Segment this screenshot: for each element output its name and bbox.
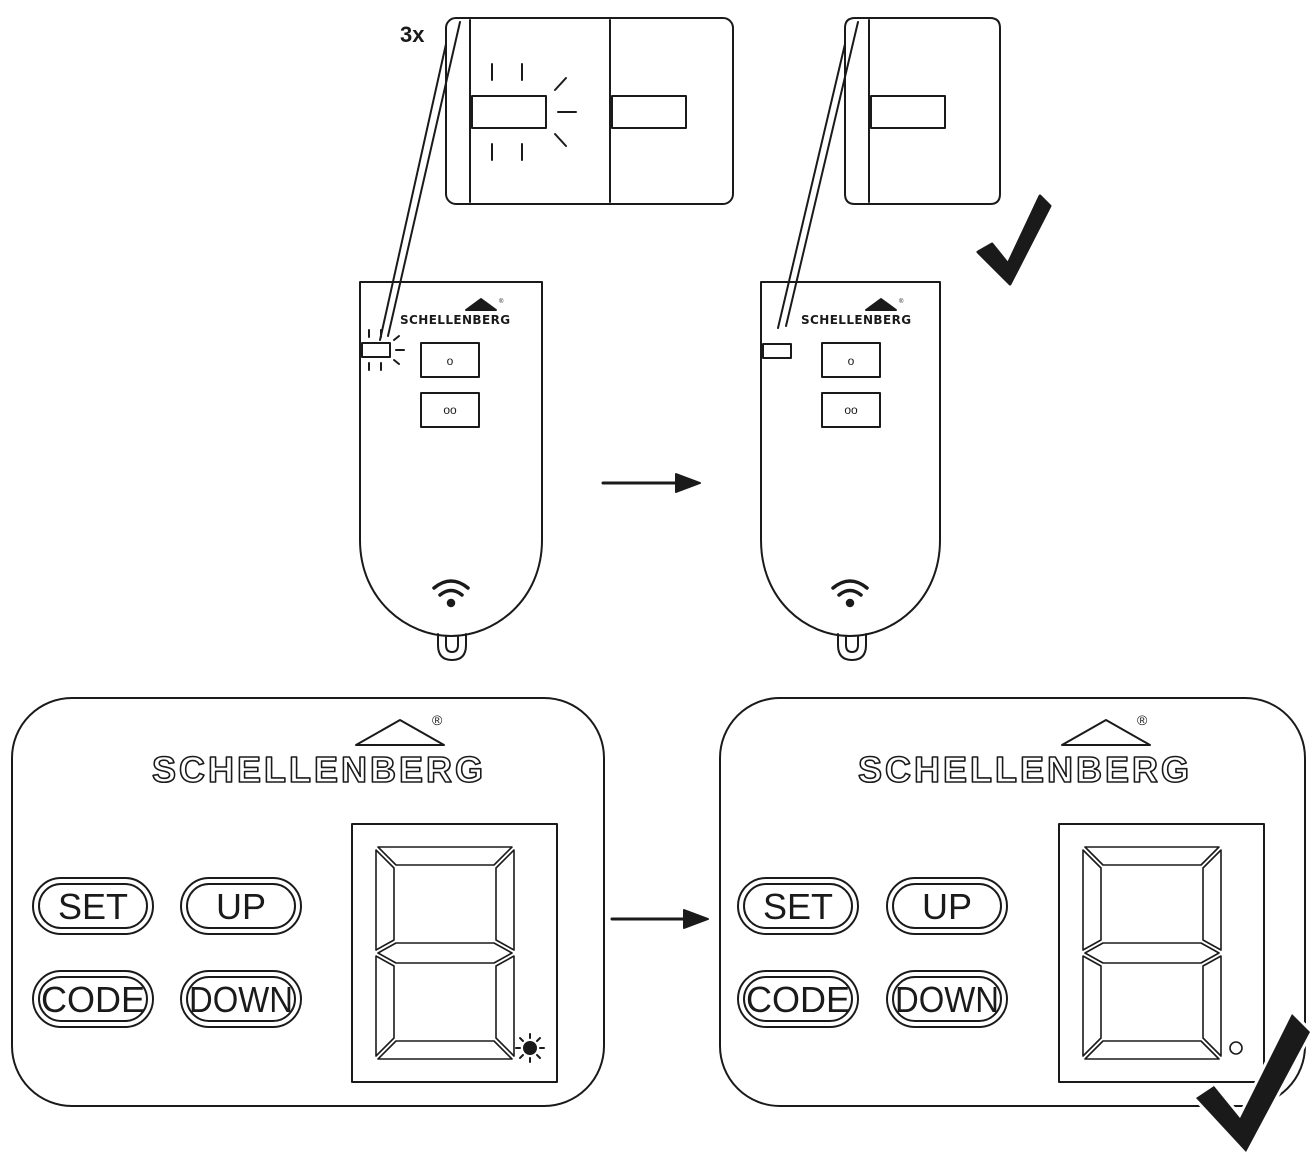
segment-b xyxy=(495,849,515,951)
remote-control-left: ® SCHELLENBERG o oo xyxy=(359,281,543,661)
segment-e xyxy=(375,955,395,1057)
remote-button-single[interactable] xyxy=(420,342,480,378)
set-button[interactable]: SET xyxy=(32,877,154,935)
svg-text:UP: UP xyxy=(216,886,266,927)
svg-text:o: o xyxy=(447,354,454,368)
brand-logo-mark xyxy=(355,719,445,746)
seven-segment-display xyxy=(351,823,558,1083)
svg-text:DOWN: DOWN xyxy=(189,979,293,1020)
blink-rays xyxy=(368,329,405,371)
led-indicator-icon xyxy=(1229,1041,1243,1055)
svg-text:UP: UP xyxy=(922,886,972,927)
segment-c xyxy=(1202,955,1222,1057)
control-panel-left: ® SCHELLENBERG SET UP CODE DOWN xyxy=(11,697,605,1107)
button-window-zoom xyxy=(611,95,687,129)
led-window-zoom xyxy=(471,95,547,129)
brand-label: SCHELLENBERG xyxy=(858,749,1192,790)
arrow-right-icon xyxy=(610,909,709,929)
keyring-loop xyxy=(437,633,467,661)
svg-text:CODE: CODE xyxy=(746,979,850,1020)
keyring-loop xyxy=(837,633,867,661)
svg-text:oo: oo xyxy=(443,403,457,417)
segment-f xyxy=(375,849,395,951)
segment-a xyxy=(1084,846,1220,866)
segment-f xyxy=(1082,849,1102,951)
segment-b xyxy=(1202,849,1222,951)
svg-text:SET: SET xyxy=(763,886,833,927)
brand-logo-mark xyxy=(865,298,897,311)
svg-text:oo: oo xyxy=(844,403,858,417)
code-button[interactable]: CODE xyxy=(737,970,859,1028)
remote-button-single[interactable] xyxy=(821,342,881,378)
led-indicator-icon xyxy=(515,1033,545,1063)
zoom-callout-right xyxy=(777,17,1001,329)
svg-text:CODE: CODE xyxy=(41,979,145,1020)
code-button[interactable]: CODE xyxy=(32,970,154,1028)
remote-button-double[interactable] xyxy=(420,392,480,428)
brand-label: SCHELLENBERG xyxy=(152,749,486,790)
checkmark-icon xyxy=(976,194,1052,286)
svg-text:®: ® xyxy=(899,298,904,305)
down-button[interactable]: DOWN xyxy=(886,970,1008,1028)
segment-e xyxy=(1082,955,1102,1057)
svg-text:®: ® xyxy=(1137,712,1148,728)
arrow-right-icon xyxy=(601,473,701,493)
repeat-count-label: 3x xyxy=(400,22,425,47)
zoom-callout-left xyxy=(379,17,734,341)
segment-a xyxy=(377,846,513,866)
brand-label: SCHELLENBERG xyxy=(400,313,510,327)
control-panel-right: ® SCHELLENBERG SET UP CODE DOWN xyxy=(719,697,1306,1107)
remote-button-double[interactable] xyxy=(821,392,881,428)
led-window-zoom xyxy=(870,95,946,129)
svg-text:®: ® xyxy=(432,712,443,728)
checkmark-icon xyxy=(1193,1011,1313,1155)
segment-g xyxy=(377,942,513,964)
up-button[interactable]: UP xyxy=(886,877,1008,935)
led-indicator-icon xyxy=(762,343,792,359)
blink-rays-zoom xyxy=(491,63,577,161)
brand-logo-mark xyxy=(1061,719,1151,746)
brand-logo-mark xyxy=(465,298,497,311)
down-button[interactable]: DOWN xyxy=(180,970,302,1028)
svg-text:SET: SET xyxy=(58,886,128,927)
set-button[interactable]: SET xyxy=(737,877,859,935)
remote-control-right: ® SCHELLENBERG o oo xyxy=(760,281,941,661)
wifi-icon xyxy=(432,579,470,608)
seven-segment-display xyxy=(1058,823,1265,1083)
segment-d xyxy=(377,1040,513,1060)
segment-c xyxy=(495,955,515,1057)
segment-g xyxy=(1084,942,1220,964)
up-button[interactable]: UP xyxy=(180,877,302,935)
svg-text:o: o xyxy=(848,354,855,368)
svg-text:DOWN: DOWN xyxy=(895,979,999,1020)
segment-d xyxy=(1084,1040,1220,1060)
brand-label: SCHELLENBERG xyxy=(801,313,911,327)
svg-text:®: ® xyxy=(499,298,504,305)
led-indicator-icon xyxy=(361,342,391,358)
wifi-icon xyxy=(831,579,869,608)
